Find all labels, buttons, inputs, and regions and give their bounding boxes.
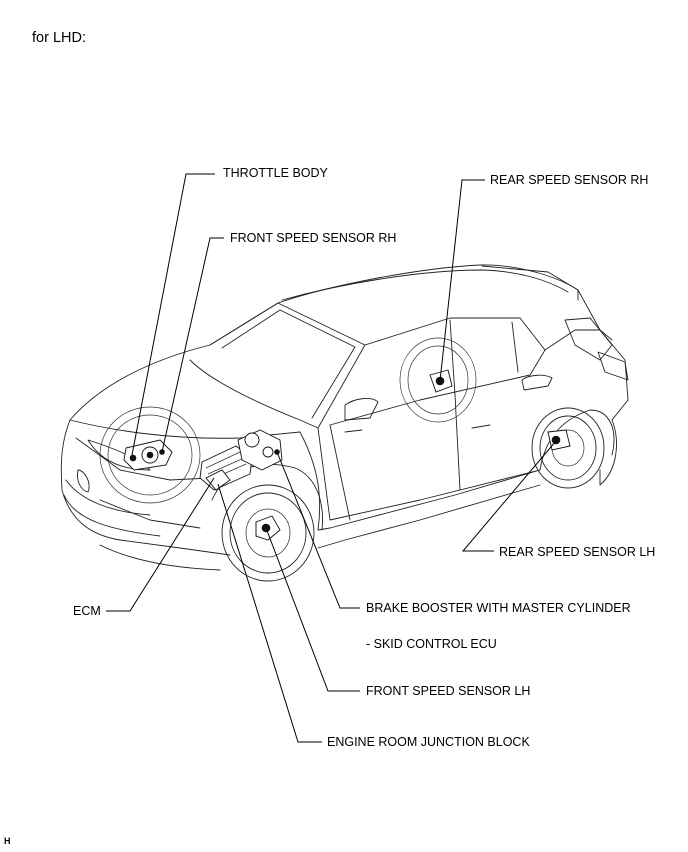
- rear-right-wheel: [399, 337, 477, 423]
- leader-engine-room-junction-block: [217, 483, 322, 743]
- engine-room-junction-block-part: [205, 469, 231, 491]
- label-brake-booster: BRAKE BOOSTER WITH MASTER CYLINDER: [366, 601, 631, 615]
- leader-brake-booster: [276, 451, 360, 609]
- car-body-outline: [60, 264, 629, 571]
- leader-rear-speed-sensor-rh: [439, 179, 485, 382]
- front-speed-sensor-lh-part: [255, 515, 281, 541]
- label-rear-speed-sensor-lh: REAR SPEED SENSOR LH: [499, 545, 656, 559]
- leader-ecm: [106, 477, 215, 612]
- label-rear-speed-sensor-rh: REAR SPEED SENSOR RH: [490, 173, 649, 187]
- leader-front-speed-sensor-lh: [265, 527, 360, 692]
- label-skid-control-ecu: - SKID CONTROL ECU: [366, 637, 497, 651]
- label-throttle-body: THROTTLE BODY: [223, 166, 328, 180]
- leader-throttle-body: [131, 173, 215, 456]
- label-ecm: ECM: [73, 604, 101, 618]
- label-engine-room-junction-block: ENGINE ROOM JUNCTION BLOCK: [327, 735, 530, 749]
- front-right-wheel: [99, 406, 201, 504]
- leader-rear-speed-sensor-lh: [461, 440, 557, 552]
- figure-code: H: [4, 836, 11, 846]
- leader-front-speed-sensor-rh: [161, 237, 224, 453]
- rear-speed-sensor-lh-part: [547, 429, 571, 451]
- diagram-header: for LHD:: [32, 30, 86, 46]
- label-front-speed-sensor-lh: FRONT SPEED SENSOR LH: [366, 684, 531, 698]
- label-front-speed-sensor-rh: FRONT SPEED SENSOR RH: [230, 231, 397, 245]
- rear-left-wheel: [531, 407, 605, 489]
- throttle-body-part: [123, 439, 173, 471]
- brake-booster-part: [237, 429, 283, 471]
- leader-lines: [106, 173, 557, 743]
